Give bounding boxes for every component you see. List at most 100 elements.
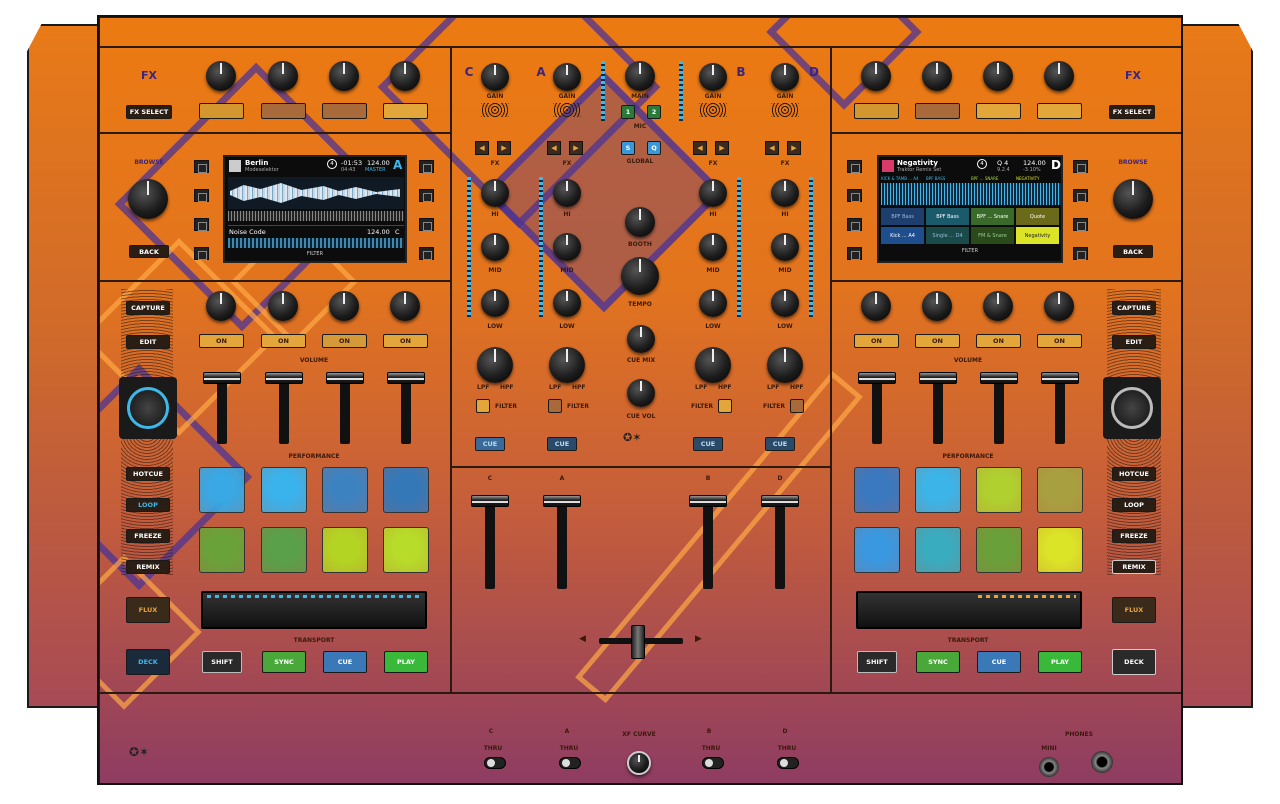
- main-knob[interactable]: [625, 61, 655, 91]
- freeze-button-left[interactable]: FREEZE: [126, 529, 170, 543]
- eq-hi-knob-c[interactable]: [481, 179, 509, 207]
- screen-button-right-6[interactable]: [1073, 189, 1088, 202]
- touch-strip-right[interactable]: [856, 591, 1082, 629]
- screen-button-right-2[interactable]: [847, 189, 862, 202]
- on-button-right-3[interactable]: ON: [976, 334, 1021, 348]
- flux-button-left[interactable]: FLUX: [126, 597, 170, 623]
- freeze-button-right[interactable]: FREEZE: [1112, 529, 1156, 543]
- screen-button-left-7[interactable]: [419, 218, 434, 231]
- channel-fader-d[interactable]: [761, 495, 799, 507]
- cue-button-c[interactable]: CUE: [475, 437, 505, 451]
- shift-button-right[interactable]: SHIFT: [857, 651, 897, 673]
- cue-button-a[interactable]: CUE: [547, 437, 577, 451]
- fx-next-a[interactable]: ▶: [569, 141, 583, 155]
- pad-left-1[interactable]: [199, 467, 245, 513]
- remix-knob-left-4[interactable]: [390, 291, 420, 321]
- pad-right-7[interactable]: [976, 527, 1022, 573]
- screen-button-left-6[interactable]: [419, 189, 434, 202]
- fx-next-b[interactable]: ▶: [715, 141, 729, 155]
- gain-knob-b[interactable]: [699, 63, 727, 91]
- fx-knob-right-4[interactable]: [1044, 61, 1074, 91]
- remix-knob-right-4[interactable]: [1044, 291, 1074, 321]
- thru-switch-b[interactable]: [702, 757, 724, 769]
- fx-knob-right-3[interactable]: [983, 61, 1013, 91]
- fx-next-d[interactable]: ▶: [787, 141, 801, 155]
- pad-right-4[interactable]: [1037, 467, 1083, 513]
- tempo-encoder[interactable]: [621, 257, 659, 295]
- browse-encoder-left[interactable]: [128, 179, 168, 219]
- mic-button-1[interactable]: 1: [621, 105, 635, 119]
- screen-button-left-4[interactable]: [194, 247, 209, 260]
- pad-right-5[interactable]: [854, 527, 900, 573]
- play-button-right[interactable]: PLAY: [1038, 651, 1082, 673]
- hotcue-button-left[interactable]: HOTCUE: [126, 467, 170, 481]
- cue-button-b[interactable]: CUE: [693, 437, 723, 451]
- eq-hi-knob-b[interactable]: [699, 179, 727, 207]
- volume-fader-right-3[interactable]: [980, 372, 1018, 384]
- volume-fader-right-1[interactable]: [858, 372, 896, 384]
- remix-knob-left-2[interactable]: [268, 291, 298, 321]
- filter-knob-d[interactable]: [767, 347, 803, 383]
- eq-hi-knob-d[interactable]: [771, 179, 799, 207]
- pad-left-4[interactable]: [383, 467, 429, 513]
- pad-right-2[interactable]: [915, 467, 961, 513]
- fx-knob-right-1[interactable]: [861, 61, 891, 91]
- xf-curve-knob[interactable]: [627, 751, 651, 775]
- eq-mid-knob-b[interactable]: [699, 233, 727, 261]
- channel-fader-c[interactable]: [471, 495, 509, 507]
- screen-button-left-1[interactable]: [194, 160, 209, 173]
- loop-button-left[interactable]: LOOP: [126, 498, 170, 512]
- pad-right-6[interactable]: [915, 527, 961, 573]
- cue-vol-knob[interactable]: [627, 379, 655, 407]
- pad-left-5[interactable]: [199, 527, 245, 573]
- capture-button-left[interactable]: CAPTURE: [126, 301, 170, 315]
- crossfader[interactable]: [631, 625, 645, 659]
- fx-button-left-3[interactable]: [322, 103, 367, 119]
- filter-button-a[interactable]: [548, 399, 562, 413]
- fx-knob-right-2[interactable]: [922, 61, 952, 91]
- screen-button-right-7[interactable]: [1073, 218, 1088, 231]
- screen-button-left-3[interactable]: [194, 218, 209, 231]
- screen-button-right-4[interactable]: [847, 247, 862, 260]
- fx-knob-left-1[interactable]: [206, 61, 236, 91]
- global-s-button[interactable]: S: [621, 141, 635, 155]
- touch-encoder-left[interactable]: [119, 377, 177, 439]
- cue-mix-knob[interactable]: [627, 325, 655, 353]
- filter-knob-b[interactable]: [695, 347, 731, 383]
- screen-button-right-1[interactable]: [847, 160, 862, 173]
- flux-button-right[interactable]: FLUX: [1112, 597, 1156, 623]
- touch-strip-left[interactable]: [201, 591, 427, 629]
- volume-fader-right-2[interactable]: [919, 372, 957, 384]
- pad-left-8[interactable]: [383, 527, 429, 573]
- headphone-mini-jack[interactable]: [1039, 757, 1059, 777]
- screen-button-right-3[interactable]: [847, 218, 862, 231]
- thru-switch-a[interactable]: [559, 757, 581, 769]
- eq-low-knob-d[interactable]: [771, 289, 799, 317]
- loop-button-right[interactable]: LOOP: [1112, 498, 1156, 512]
- mic-button-2[interactable]: 2: [647, 105, 661, 119]
- deck-button-left[interactable]: DECK: [126, 649, 170, 675]
- pad-right-3[interactable]: [976, 467, 1022, 513]
- shift-button-left[interactable]: SHIFT: [202, 651, 242, 673]
- pad-left-6[interactable]: [261, 527, 307, 573]
- on-button-left-1[interactable]: ON: [199, 334, 244, 348]
- eq-mid-knob-d[interactable]: [771, 233, 799, 261]
- volume-fader-left-3[interactable]: [326, 372, 364, 384]
- filter-knob-c[interactable]: [477, 347, 513, 383]
- fx-next-c[interactable]: ▶: [497, 141, 511, 155]
- volume-fader-left-4[interactable]: [387, 372, 425, 384]
- screen-button-right-8[interactable]: [1073, 247, 1088, 260]
- remix-knob-right-2[interactable]: [922, 291, 952, 321]
- edit-button-left[interactable]: EDIT: [126, 335, 170, 349]
- fx-knob-left-4[interactable]: [390, 61, 420, 91]
- fx-button-right-2[interactable]: [915, 103, 960, 119]
- fx-prev-a[interactable]: ◀: [547, 141, 561, 155]
- eq-mid-knob-c[interactable]: [481, 233, 509, 261]
- filter-button-c[interactable]: [476, 399, 490, 413]
- cue-button-d[interactable]: CUE: [765, 437, 795, 451]
- screen-button-left-2[interactable]: [194, 189, 209, 202]
- fx-button-right-4[interactable]: [1037, 103, 1082, 119]
- pad-left-7[interactable]: [322, 527, 368, 573]
- on-button-right-4[interactable]: ON: [1037, 334, 1082, 348]
- remix-knob-right-3[interactable]: [983, 291, 1013, 321]
